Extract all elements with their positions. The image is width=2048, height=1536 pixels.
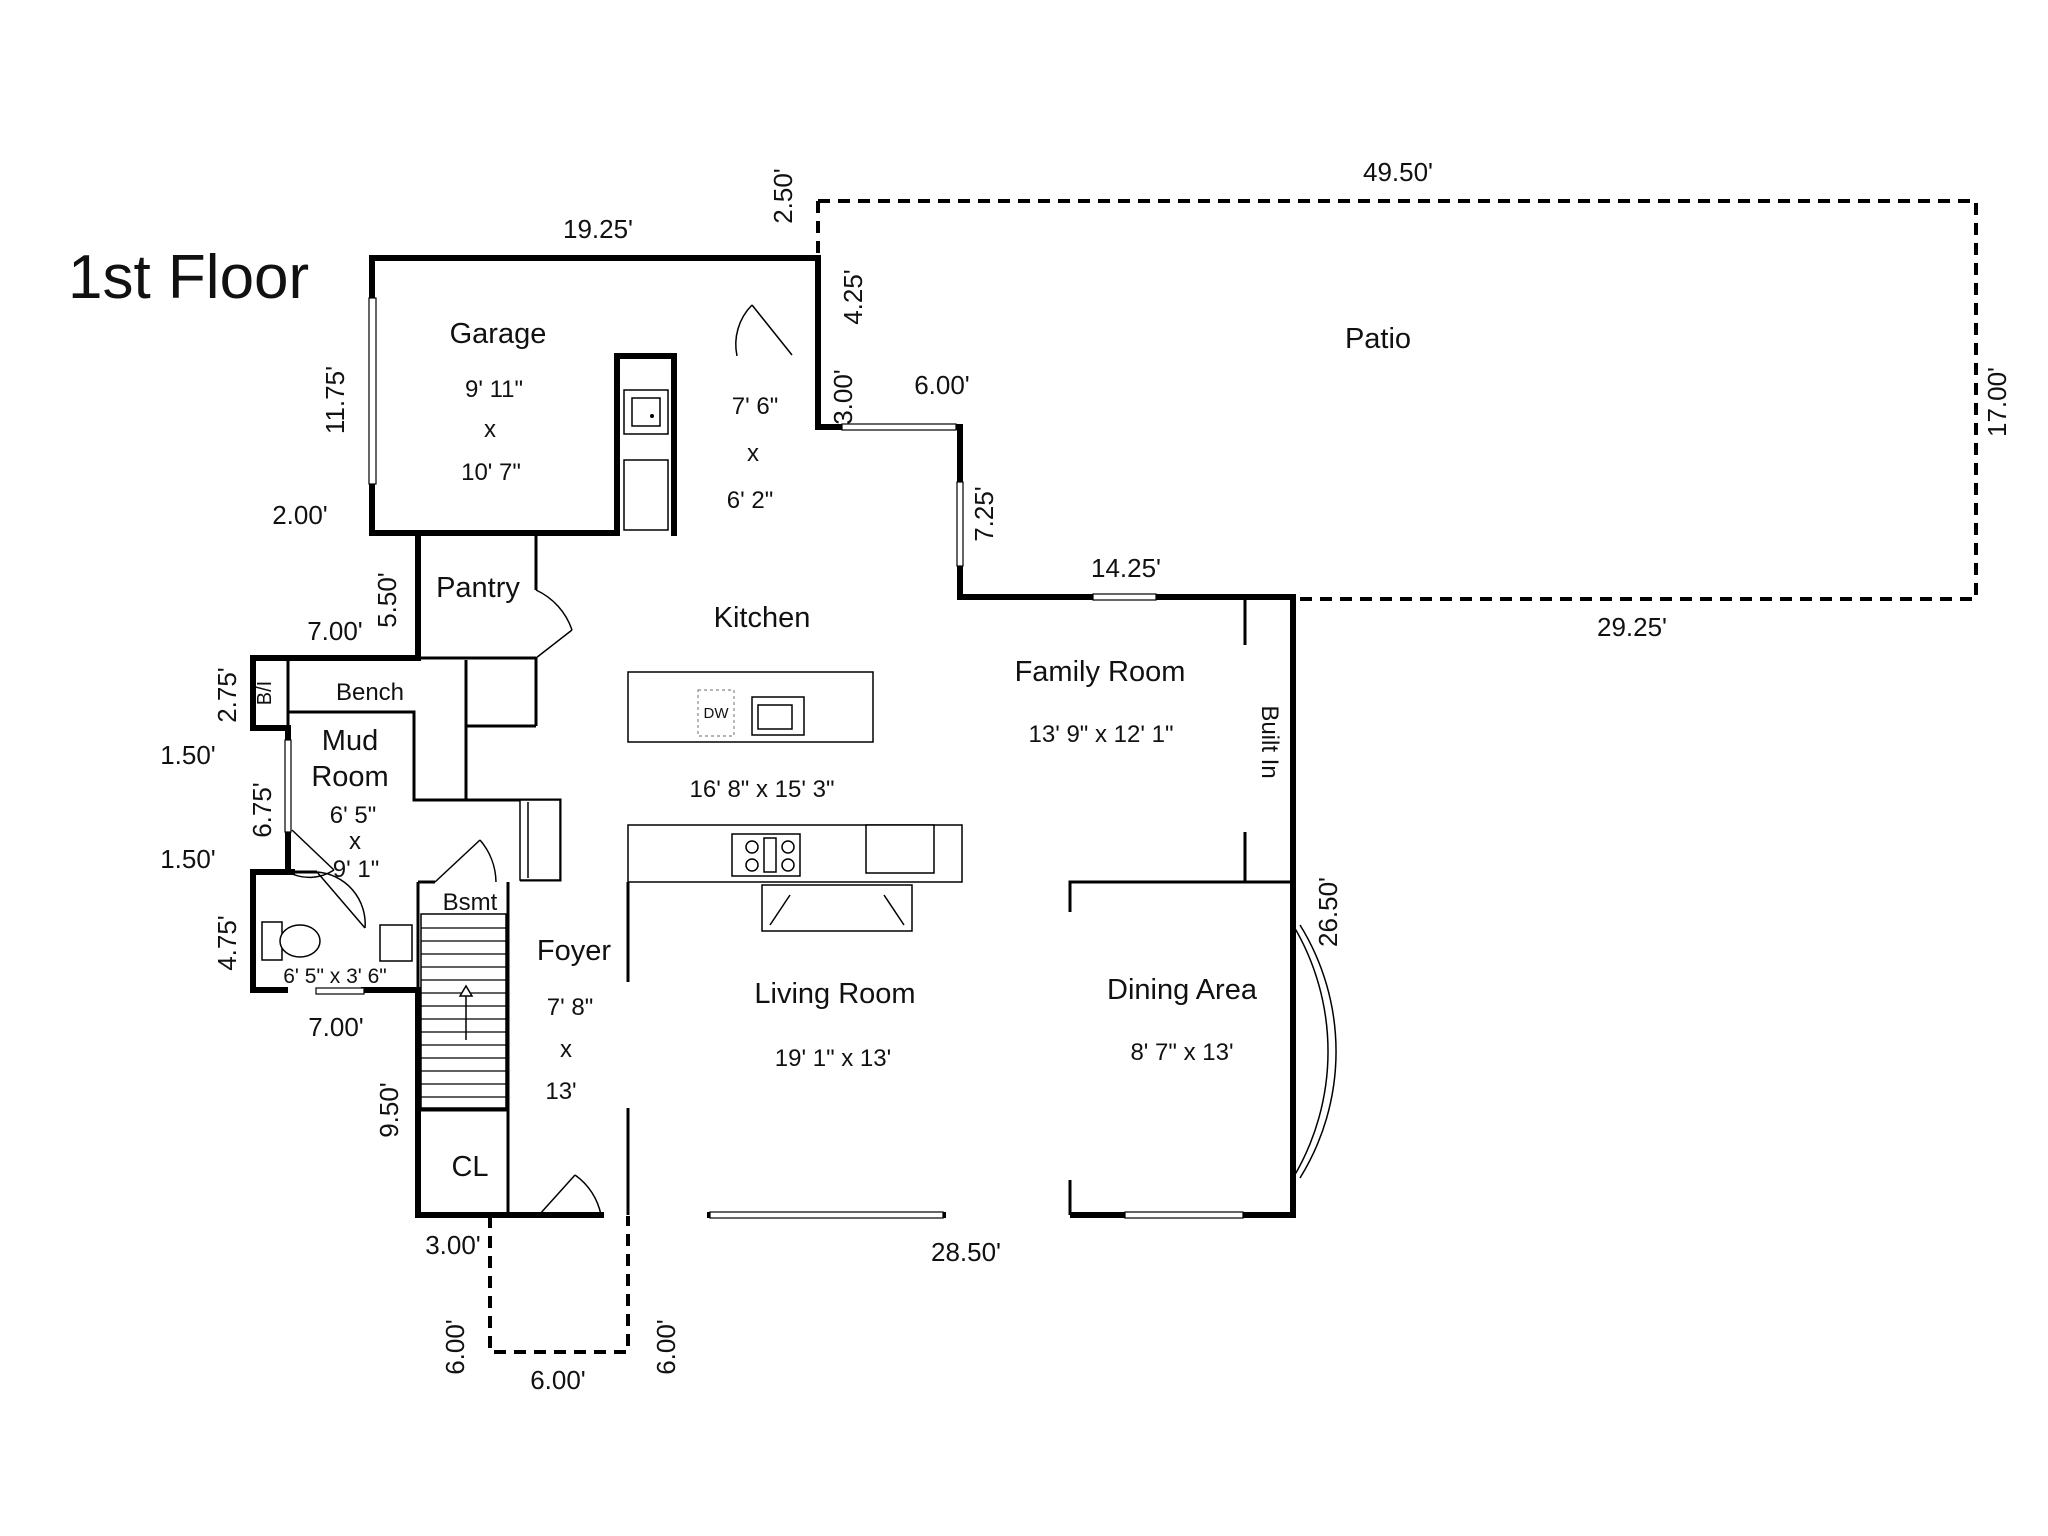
bi-label: B/I: [254, 681, 276, 705]
windows: [284, 297, 1337, 1219]
patio-label: Patio: [1345, 323, 1411, 355]
measure-stair-left: 9.50': [374, 1082, 404, 1138]
mud-room-dim-1: 6' 5": [330, 802, 376, 829]
foyer-dim-1: 7' 8": [547, 994, 593, 1021]
garage-dim-2: 10' 7": [461, 459, 521, 486]
garage-dim-x: x: [484, 416, 496, 443]
measure-porch-bottom: 6.00': [530, 1365, 586, 1395]
kitchen-size: 16' 8" x 15' 3": [690, 776, 835, 803]
bench-label: Bench: [336, 679, 404, 706]
measure-porch-top: 3.00': [425, 1230, 481, 1260]
room-labels: Garage 9' 11" x 10' 7" 7' 6" x 6' 2" Pat…: [254, 318, 1411, 1183]
closet-label: CL: [451, 1151, 488, 1183]
dining-area-size: 8' 7" x 13': [1130, 1039, 1233, 1066]
dining-area-label: Dining Area: [1107, 974, 1258, 1006]
measure-step-600: 6.00': [914, 370, 970, 400]
measurements: 19.25' 2.50' 49.50' 17.00' 29.25' 4.25' …: [160, 157, 2012, 1395]
living-room-size: 19' 1" x 13': [775, 1045, 891, 1072]
measure-mud-a: 1.50': [160, 740, 216, 770]
measure-garage-left: 11.75': [320, 366, 350, 434]
measure-patio-bottom: 29.25': [1597, 612, 1667, 642]
bath-size: 6' 5" x 3' 6": [283, 965, 386, 988]
measure-bath-left: 4.75': [212, 915, 242, 971]
measure-mud-b: 1.50': [160, 844, 216, 874]
kitchen-label: Kitchen: [714, 602, 811, 634]
measure-step-300: 3.00': [828, 369, 858, 425]
measure-garage-bottom: 2.00': [272, 500, 328, 530]
patio-outline: [816, 199, 1978, 601]
pantry-label: Pantry: [436, 572, 520, 604]
measure-garage-top: 19.25': [563, 214, 633, 244]
measure-pantry-bottom: 7.00': [307, 616, 363, 646]
dishwasher-label: DW: [704, 705, 730, 722]
measure-right-side: 26.50': [1313, 877, 1343, 947]
measure-step-725: 7.25': [969, 486, 999, 542]
basement-stairs: [420, 913, 507, 1109]
foyer-label: Foyer: [537, 935, 611, 967]
measure-patio-top: 49.50': [1363, 157, 1433, 187]
mud-room-dim-2: 9' 1": [333, 856, 379, 883]
built-in-label: Built In: [1256, 705, 1283, 778]
mud-room-label-2: Room: [311, 761, 388, 793]
measure-porch-left: 6.00': [440, 1319, 470, 1375]
measure-step-425: 4.25': [838, 269, 868, 325]
utility-dim-x: x: [747, 440, 759, 467]
mud-room-dim-x: x: [349, 828, 361, 855]
floor-title: 1st Floor: [68, 243, 309, 312]
utility-dim-2: 6' 2": [727, 487, 773, 514]
measure-mud-left: 6.75': [247, 782, 277, 838]
family-room-size: 13' 9" x 12' 1": [1029, 721, 1174, 748]
measure-bath-bottom: 7.00': [308, 1012, 364, 1042]
measure-patio-right: 17.00': [1982, 367, 2012, 437]
mud-room-label-1: Mud: [322, 725, 378, 757]
foyer-dim-2: 13': [545, 1078, 576, 1105]
measure-porch-right: 6.00': [651, 1319, 681, 1375]
porch-outline: [488, 1216, 630, 1354]
fixtures: DW: [261, 389, 963, 962]
utility-dim-1: 7' 6": [732, 393, 778, 420]
garage-dim-1: 9' 11": [465, 376, 523, 403]
living-room-label: Living Room: [754, 978, 915, 1010]
measure-front: 28.50': [931, 1237, 1001, 1267]
doors: [287, 304, 793, 1216]
foyer-dim-x: x: [560, 1036, 572, 1063]
measure-notch-top: 2.50': [768, 168, 798, 224]
basement-label: Bsmt: [443, 889, 498, 916]
measure-pantry-left: 5.50': [372, 572, 402, 628]
garage-label: Garage: [450, 318, 547, 350]
measure-bench-left: 2.75': [212, 667, 242, 723]
family-room-label: Family Room: [1015, 656, 1186, 688]
measure-family-top: 14.25': [1091, 553, 1161, 583]
